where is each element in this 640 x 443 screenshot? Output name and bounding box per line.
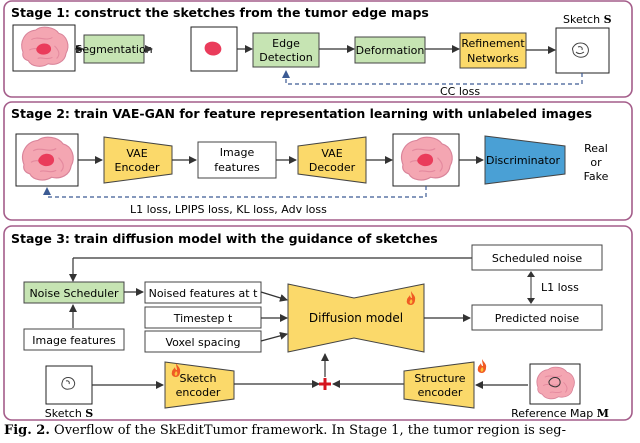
edge-detection-label-1: Edge [272, 37, 300, 50]
predicted-noise-block [471, 304, 603, 331]
refinement-label-2: Networks [467, 52, 519, 65]
image-features-input [23, 328, 125, 351]
image-features-input-label: Image features [32, 334, 116, 347]
arrow [260, 291, 288, 302]
reference-map-symbol: M [597, 407, 609, 420]
stage2-title: Stage 2: train VAE-GAN for feature repre… [11, 106, 592, 121]
sketch-drawing [572, 42, 589, 58]
timestep-label: Timestep t [173, 312, 233, 325]
sketch-drawing [61, 377, 76, 390]
image-features-block [197, 141, 277, 179]
vae-decoder-block [297, 136, 367, 184]
vae-loss-label: L1 loss, LPIPS loss, KL loss, Adv loss [130, 203, 327, 216]
reference-map-label: Reference Map [511, 407, 593, 420]
caption-text: Overflow of the SkEditTumor framework. I… [54, 423, 567, 438]
image-features-label-1: Image [220, 146, 255, 159]
figure-caption: Fig. 2. Overflow of the SkEditTumor fram… [4, 423, 640, 438]
scheduled-noise-block [471, 244, 603, 271]
output-real: Real [584, 142, 608, 155]
sketch-encoder-label-2: encoder [176, 386, 221, 399]
stage3-title: Stage 3: train diffusion model with the … [11, 231, 438, 246]
sketch-input-caption: Sketch S [45, 407, 94, 420]
tumor-region [38, 153, 55, 167]
predicted-noise-label: Predicted noise [495, 312, 580, 325]
caption-label: Fig. 2. [4, 423, 50, 438]
reference-sketch-overlay [548, 377, 561, 388]
vae-encoder-label-2: Encoder [115, 161, 160, 174]
discriminator-label: Discriminator [486, 154, 560, 167]
discriminator-block [484, 135, 566, 185]
stage1-title: Stage 1: construct the sketches from the… [11, 5, 429, 20]
add-plus-icon [319, 378, 331, 390]
image-features-label-2: features [214, 161, 260, 174]
vae-decoder-label-1: VAE [321, 147, 342, 160]
noise-scheduler-label: Noise Scheduler [29, 287, 119, 300]
sketch-encoder-block [164, 361, 235, 409]
vae-decoder-label-2: Decoder [309, 161, 356, 174]
vae-encoder-block [103, 136, 173, 184]
voxel-spacing-label: Voxel spacing [165, 336, 240, 349]
structure-encoder-label-2: encoder [418, 386, 463, 399]
tumor-region [417, 153, 434, 167]
structure-encoder-block [403, 361, 475, 409]
sketch-input-image [45, 365, 93, 405]
voxel-spacing-block [144, 330, 262, 353]
edge-detection-label-2: Detection [259, 51, 312, 64]
diffusion-model-block [287, 283, 425, 353]
noised-features-label: Noised features at t [149, 287, 258, 300]
sketch-output-caption: Sketch S [563, 13, 612, 26]
reference-map-caption: Reference Map M [511, 407, 609, 420]
deformation-block [354, 36, 426, 64]
sketch-label: Sketch [563, 13, 600, 26]
output-or: or [590, 156, 602, 169]
scheduled-noise-label: Scheduled noise [492, 252, 583, 265]
sketch-symbol: S [604, 13, 612, 26]
cc-loss-label: CC loss [440, 85, 480, 98]
segmentation-label: Segmentation [75, 43, 152, 56]
sketch-input-label: Sketch [45, 407, 82, 420]
vae-loss-arrow [43, 186, 427, 198]
framework-diagram: Stage 1: construct the sketches from the… [3, 0, 633, 421]
arrow [260, 331, 288, 342]
edge-detection-block [252, 32, 320, 68]
vae-encoder-label-1: VAE [126, 147, 147, 160]
l1-loss-label: L1 loss [541, 281, 579, 294]
sketch-input-symbol: S [85, 407, 93, 420]
diffusion-model-label: Diffusion model [309, 311, 403, 325]
refinement-label-1: Refinement [461, 37, 525, 50]
sketch-encoder-label-1: Sketch [179, 372, 216, 385]
sketch-output-image [555, 27, 610, 74]
tumor-region [36, 43, 52, 55]
structure-encoder-label-1: Structure [414, 372, 465, 385]
deformation-label: Deformation [356, 44, 425, 57]
output-fake: Fake [584, 170, 609, 183]
tumor-mask [204, 41, 222, 56]
